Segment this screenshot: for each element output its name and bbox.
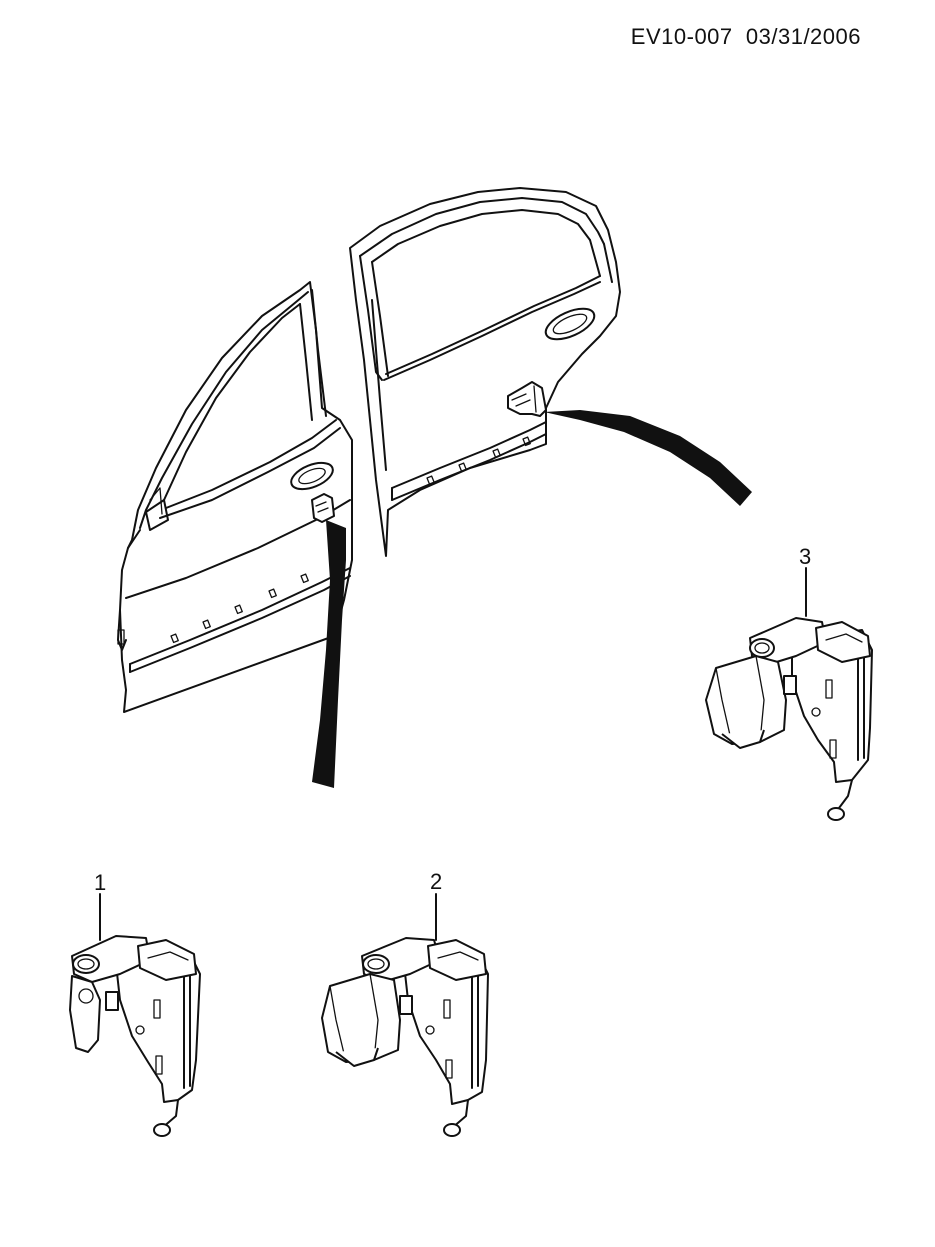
rear-door	[349, 187, 621, 557]
callout-1: 1	[94, 870, 107, 895]
front-latch-leader	[312, 520, 346, 788]
document-header: EV10-007 03/31/2006	[631, 24, 861, 50]
rear-latch-leader	[544, 410, 752, 506]
revision-date: 03/31/2006	[745, 24, 861, 49]
front-door	[117, 281, 353, 713]
reference-code: EV10-007	[630, 24, 733, 49]
door-latch-actuator-2	[321, 893, 489, 1137]
door-latch-actuator-3	[705, 567, 873, 821]
callout-2: 2	[430, 869, 443, 894]
callout-3: 3	[799, 544, 812, 569]
door-latch-actuator-1	[69, 893, 201, 1137]
